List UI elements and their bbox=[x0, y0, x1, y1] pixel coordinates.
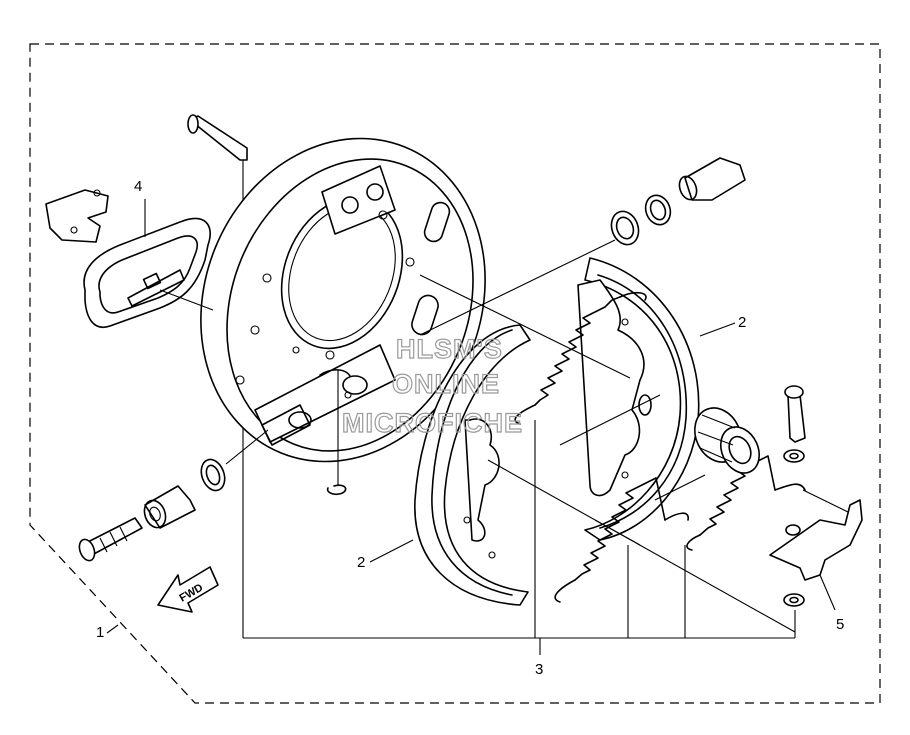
watermark-line-3: MICROFICHE bbox=[342, 408, 523, 438]
callout-2-upper: 2 bbox=[738, 314, 746, 331]
callout-1: 1 bbox=[96, 624, 104, 641]
lever-and-bolt bbox=[769, 385, 863, 611]
bleeder-washer-bolt bbox=[78, 429, 269, 562]
brake-shoe-rear bbox=[577, 257, 700, 541]
return-spring-upper bbox=[419, 274, 647, 425]
callout-2-lower: 2 bbox=[357, 554, 365, 571]
retaining-clip bbox=[326, 370, 347, 496]
callout-5: 5 bbox=[836, 616, 844, 633]
fwd-arrow: FWD bbox=[157, 566, 219, 613]
watermark: HLSM'S ONLINE MICROFICHE bbox=[341, 333, 523, 438]
watermark-line-1: HLSM'S bbox=[396, 334, 503, 364]
backing-plate-pin bbox=[187, 114, 248, 161]
leader-lines bbox=[487, 394, 796, 633]
watermark-line-2: ONLINE bbox=[392, 369, 500, 399]
brake-shoe-front bbox=[414, 324, 531, 606]
callouts: 1 2 2 3 4 5 bbox=[96, 178, 844, 678]
brake-backing-plate bbox=[200, 137, 486, 463]
callout-3: 3 bbox=[535, 661, 543, 678]
assembly-boundary bbox=[29, 43, 881, 704]
cylinder-seals-and-piston bbox=[419, 157, 746, 336]
return-spring-lower bbox=[554, 477, 689, 603]
adjuster-assembly bbox=[654, 407, 761, 501]
callout-4: 4 bbox=[134, 178, 142, 195]
boot-and-bracket bbox=[45, 189, 214, 329]
